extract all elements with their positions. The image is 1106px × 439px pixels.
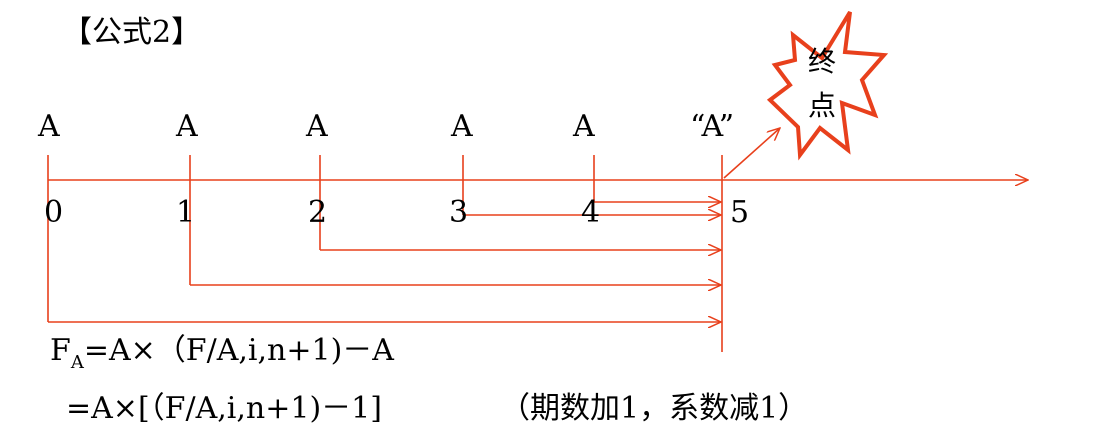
formula-note: （期数加1，系数减1）	[500, 391, 809, 426]
payment-label: A	[306, 109, 328, 144]
endpoint-text-2: 点	[808, 89, 837, 122]
period-label: 2	[308, 195, 328, 230]
endpoint-starburst	[766, 10, 889, 161]
period-label: 0	[44, 195, 64, 230]
formula-line-1: FA=A×（F/A,i,n+1)－A	[50, 336, 394, 372]
payment-label: A	[38, 109, 60, 144]
formula-rhs: =A×（F/A,i,n+1)－A	[83, 333, 394, 368]
formula-lhs-sub: A	[70, 352, 84, 373]
payment-label: A	[573, 109, 595, 144]
period-label: 1	[176, 195, 196, 230]
arrow-to-endpoint	[723, 128, 780, 179]
payment-label: A	[451, 109, 473, 144]
period-label: 3	[449, 195, 469, 230]
endpoint-text-1: 终	[808, 45, 837, 78]
period-label: 4	[581, 195, 601, 230]
payment-label: A	[176, 109, 198, 144]
payment-label-virtual: “A”	[690, 109, 735, 144]
period-label: 5	[730, 195, 750, 230]
diagram-title: 【公式2】	[62, 15, 202, 50]
formula-line-2: =A×[（F/A,i,n+1)－1]	[66, 391, 382, 426]
formula-lhs: F	[50, 333, 71, 368]
